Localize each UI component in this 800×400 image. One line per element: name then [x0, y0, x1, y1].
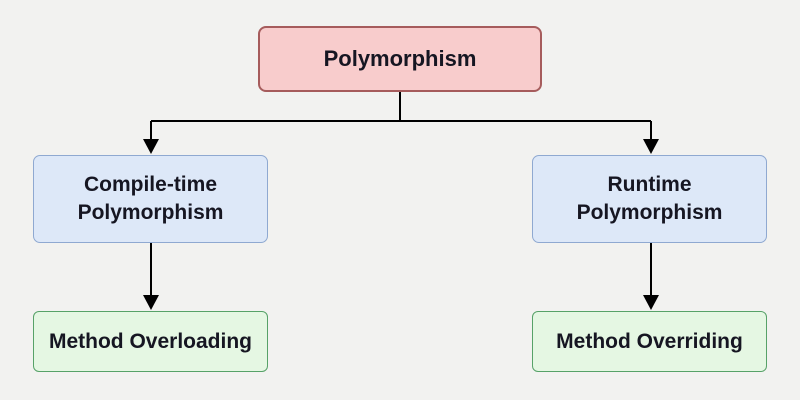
node-compile-time-polymorphism-label: Compile-time Polymorphism	[77, 173, 224, 224]
node-method-overloading: Method Overloading	[33, 311, 268, 372]
node-polymorphism-label: Polymorphism	[323, 46, 477, 71]
node-compile-time-polymorphism: Compile-time Polymorphism	[33, 155, 268, 243]
connector-root-split	[150, 92, 652, 141]
arrowhead-to-runtime	[643, 139, 659, 154]
arrowhead-to-overloading	[143, 295, 159, 310]
node-method-overriding-label: Method Overriding	[556, 329, 743, 353]
node-runtime-polymorphism-label: Runtime Polymorphism	[576, 173, 723, 224]
node-method-overriding: Method Overriding	[532, 311, 767, 372]
node-runtime-polymorphism: Runtime Polymorphism	[532, 155, 767, 243]
arrowhead-to-compile-time	[143, 139, 159, 154]
node-method-overloading-label: Method Overloading	[48, 329, 252, 353]
arrowhead-to-overriding	[643, 295, 659, 310]
node-polymorphism: Polymorphism	[258, 26, 542, 92]
